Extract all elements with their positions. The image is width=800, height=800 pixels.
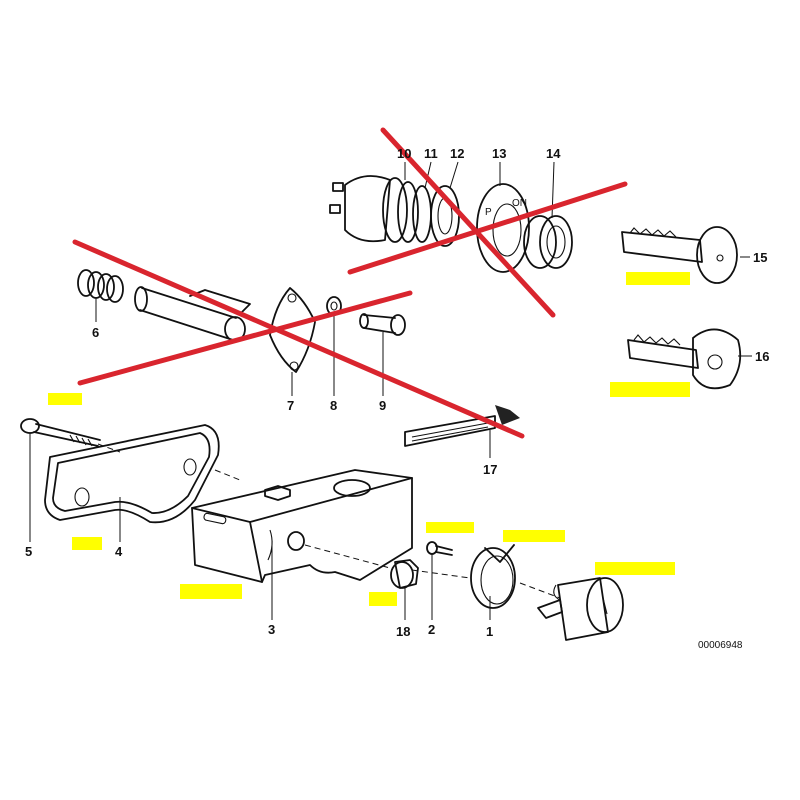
callout-6: 6 [92, 325, 99, 340]
callout-1: 1 [486, 624, 493, 639]
callout-3: 3 [268, 622, 275, 637]
callout-5: 5 [25, 544, 32, 559]
callout-14: 14 [546, 146, 561, 161]
part-2-screw [426, 541, 453, 556]
callout-16: 16 [755, 349, 769, 364]
highlight-bar [626, 272, 690, 285]
door-lock-cylinder [537, 577, 624, 641]
callout-18: 18 [396, 624, 410, 639]
callout-numbers: 10 11 12 13 14 15 16 6 7 8 9 17 5 4 3 18… [25, 146, 769, 639]
highlight-bar [72, 537, 102, 550]
callout-12: 12 [450, 146, 464, 161]
strike-line [77, 290, 413, 386]
callout-11: 11 [424, 146, 438, 161]
part-14-lock-cylinder [523, 215, 573, 269]
part-9-pin [359, 313, 406, 336]
callout-17: 17 [483, 462, 497, 477]
highlight-bars [48, 272, 690, 606]
highlight-bar [180, 584, 242, 599]
part-6-spring [77, 269, 124, 303]
strike-out-marks [72, 127, 628, 439]
callout-15: 15 [753, 250, 767, 265]
highlight-bar [503, 530, 565, 542]
assembly-lines [97, 443, 561, 599]
strike-line [72, 239, 525, 439]
ignition-switch-assembly: P ON [329, 175, 573, 273]
part-13-bezel: P ON [476, 183, 530, 273]
callout-13: 13 [492, 146, 506, 161]
highlight-bar [369, 592, 397, 606]
part-7-plate [269, 287, 316, 373]
callout-10: 10 [397, 146, 411, 161]
highlight-bar [48, 393, 82, 405]
strike-line [347, 181, 628, 275]
part-10-switch-body [329, 175, 419, 243]
highlight-bar [426, 522, 474, 533]
part-15-key [621, 226, 738, 284]
callout-4: 4 [115, 544, 123, 559]
callout-7: 7 [287, 398, 294, 413]
part-11-ring [412, 185, 432, 243]
reference-number: 00006948 [698, 640, 743, 651]
part-18-cap [390, 559, 419, 589]
highlight-bar [595, 562, 675, 575]
part-4-gasket [44, 424, 220, 524]
highlight-bar [610, 382, 690, 397]
callout-9: 9 [379, 398, 386, 413]
part-16-key [627, 328, 742, 390]
part-5-bolt [20, 418, 101, 447]
part-3-bracket [191, 469, 413, 583]
part-17-strip [404, 405, 520, 447]
callout-8: 8 [330, 398, 337, 413]
strike-line [380, 127, 556, 318]
bezel-marking-p: P [485, 207, 492, 218]
callout-2: 2 [428, 622, 435, 637]
part-1-clip [470, 544, 516, 609]
bezel-marking-on: ON [512, 198, 527, 209]
